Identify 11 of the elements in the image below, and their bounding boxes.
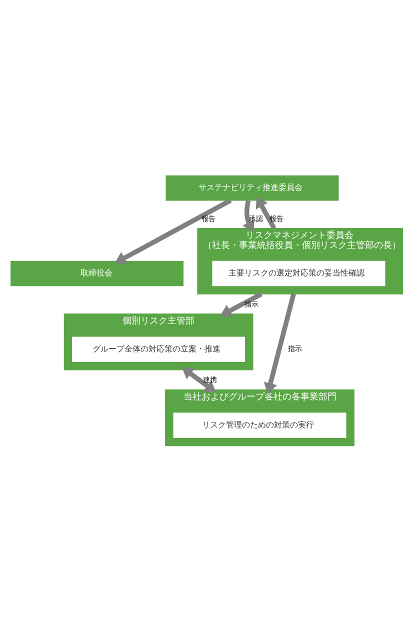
node-box: 主要リスクの選定対応策の妥当性確認 — [212, 260, 386, 286]
node-box: グループ全体の対応策の立案・推進 — [72, 336, 246, 362]
arrow — [242, 200, 255, 232]
node-box: 取締役会 — [10, 260, 184, 286]
arrow — [182, 367, 216, 392]
node-box: リスク管理のための対策の実行 — [173, 412, 346, 438]
arrow — [220, 292, 263, 317]
arrow — [256, 196, 276, 230]
arrow — [264, 293, 296, 394]
arrow — [114, 198, 232, 264]
node-box: サステナビリティ推進委員会 — [166, 175, 339, 201]
